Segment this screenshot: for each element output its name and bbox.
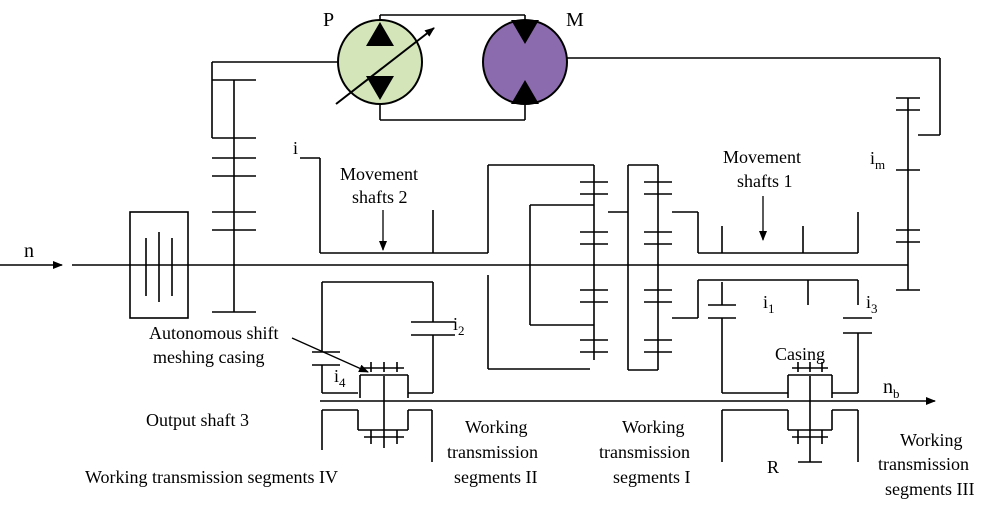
ratio-im-label: im xyxy=(870,148,885,172)
reverse-label: R xyxy=(767,457,779,477)
ratio-i1-label: i1 xyxy=(763,292,775,316)
motor-label: M xyxy=(566,9,584,31)
pump-gear-train xyxy=(212,79,256,313)
ratio-i3-label: i3 xyxy=(866,292,878,316)
pump-link xyxy=(211,61,338,138)
lower-mid-shaft xyxy=(487,275,590,370)
movement-shafts-1-label-line1: Movement xyxy=(723,147,801,167)
autonomous-casing-label-line2: meshing casing xyxy=(153,347,264,367)
motor-gear-train xyxy=(896,97,920,291)
segments-i-label-line1: Working xyxy=(622,417,685,437)
segments-ii-label-line3: segments II xyxy=(454,467,537,487)
autonomous-casing-leader xyxy=(291,337,369,373)
ratio-i-label: i xyxy=(293,138,298,158)
output-shaft-3-label: Output shaft 3 xyxy=(146,410,249,430)
lower-right-shaft xyxy=(697,279,872,394)
central-planetary-block xyxy=(529,164,698,371)
segments-ii-label-line2: transmission xyxy=(447,442,538,462)
input-speed-label: n xyxy=(24,240,34,262)
movement-shaft-2 xyxy=(300,157,594,254)
movement-shafts-1-label-line2: shafts 1 xyxy=(737,171,793,191)
pump-icon xyxy=(335,19,435,105)
segments-i-label-line3: segments I xyxy=(613,467,690,487)
motor-link xyxy=(567,57,941,136)
motor-icon xyxy=(482,19,568,105)
pump-label: P xyxy=(323,9,334,31)
input-clutch xyxy=(129,211,189,319)
segments-ii-label-line1: Working xyxy=(465,417,528,437)
lower-left-shaft xyxy=(312,281,455,394)
segments-iii-label-line3: segments III xyxy=(885,479,974,499)
segments-iii-label-line2: transmission xyxy=(878,454,969,474)
movement-shaft-1 xyxy=(697,212,859,254)
left-synchronizer xyxy=(321,362,433,462)
casing-label: Casing xyxy=(775,344,825,364)
right-synchronizer xyxy=(721,362,859,463)
ratio-i4-label: i4 xyxy=(334,366,346,390)
autonomous-casing-label-line1: Autonomous shift xyxy=(149,323,279,343)
movement-shafts-2-label-line2: shafts 2 xyxy=(352,187,408,207)
segments-iv-label: Working transmission segments IV xyxy=(85,467,338,487)
segments-i-label-line2: transmission xyxy=(599,442,690,462)
ratio-i2-label: i2 xyxy=(453,314,465,338)
movement-shafts-2-label-line1: Movement xyxy=(340,164,418,184)
segments-iii-label-line1: Working xyxy=(900,430,963,450)
output-speed-label: nb xyxy=(883,376,900,401)
